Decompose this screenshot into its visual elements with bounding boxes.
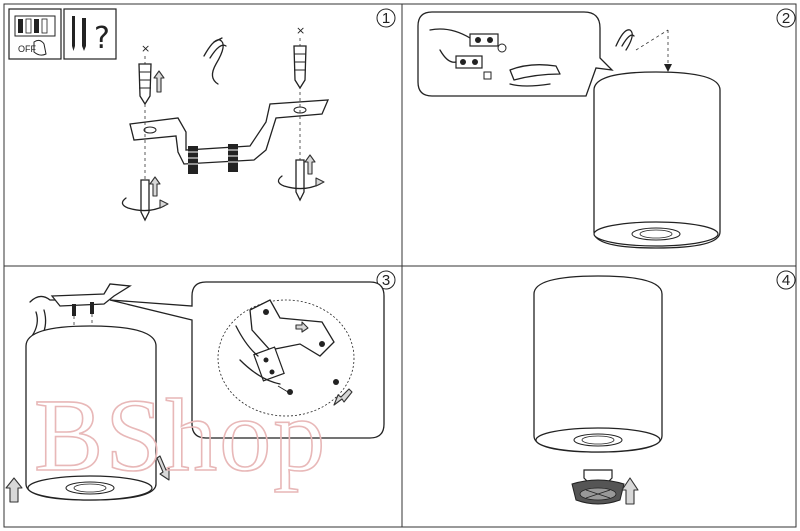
bracket-screw-left [188,146,198,174]
insert-up-arrow [622,478,638,504]
svg-text:BShop: BShop [34,378,327,493]
screwdriver-left [122,177,168,220]
svg-text:1: 1 [382,10,390,27]
power-off-switch-icon: OFF [9,9,61,59]
watermark: BShop [34,378,327,493]
wiring-callout [418,12,612,96]
tools-question-icon: ? [64,9,116,59]
step-number-1: 1 [377,9,395,27]
svg-text:OFF: OFF [18,44,36,54]
step-number-4: 4 [777,271,795,289]
screwdriver-right [278,155,324,200]
svg-text:2: 2 [782,10,790,27]
cylinder-fixture-finished [534,276,662,452]
supply-cable [204,38,226,84]
panel-step-4: 4 [534,271,795,504]
cylinder-fixture-top [594,72,720,248]
svg-text:×: × [296,24,305,37]
push-up-arrow [6,478,22,502]
cable-with-arrow [616,30,672,72]
panel-step-2: 2 [418,9,795,248]
svg-text:3: 3 [382,272,390,289]
gu10-bulb-icon [572,470,624,504]
step-number-2: 2 [777,9,795,27]
svg-text:×: × [141,42,150,55]
panel-step-1: 1 OFF ? [9,9,395,220]
svg-text:?: ? [94,21,110,56]
svg-text:4: 4 [782,272,790,289]
bracket-screw-right [228,144,238,172]
